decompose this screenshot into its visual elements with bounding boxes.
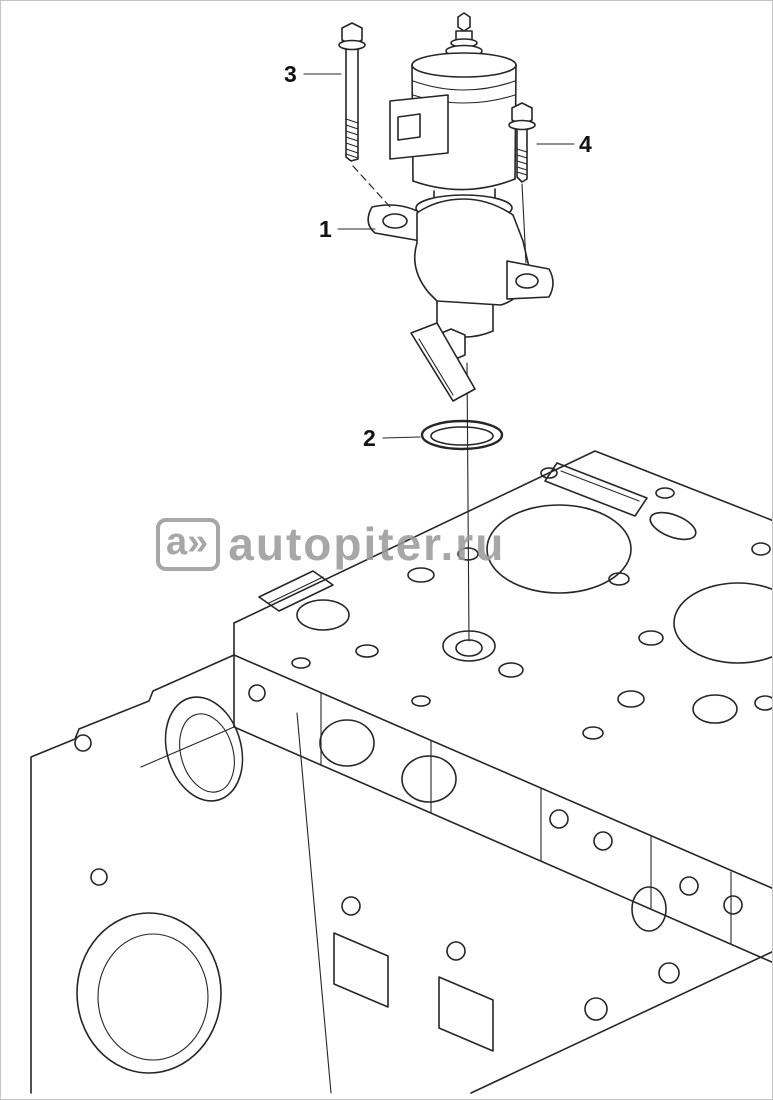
block-window (333, 932, 389, 1008)
mounting-hole (442, 630, 496, 662)
bolt-head (341, 22, 363, 46)
watermark-logo-icon: a» (156, 517, 221, 571)
callout-3-label: 3 (284, 61, 297, 87)
cylinder-bore (486, 504, 632, 594)
deck-hole (296, 599, 350, 631)
block-bottom-edge (470, 951, 772, 1094)
bolt-flange (338, 39, 366, 51)
right-ear-hole (515, 273, 539, 289)
left-ear-hole (382, 213, 408, 229)
callout-4-label: 4 (579, 131, 592, 157)
face-port (319, 719, 375, 767)
bolt-3-alignment-line (352, 165, 392, 209)
deck-near-edge (233, 654, 772, 890)
left-mounting-ear (367, 204, 422, 242)
assembly-center-line (466, 362, 470, 642)
terminal-nut (457, 12, 471, 32)
callouts: 1 2 3 4 (284, 61, 592, 451)
deck-far-edge (233, 450, 772, 656)
connector (389, 94, 449, 160)
callout-1-label: 1 (319, 216, 332, 242)
bolt-head (511, 102, 533, 126)
watermark: a» autopiter.ru (156, 517, 505, 571)
callout-2-leader (382, 436, 421, 439)
deck-port (544, 462, 648, 517)
cylinder-bore (673, 582, 772, 664)
right-mounting-ear (506, 260, 554, 300)
bolt-threads (345, 118, 359, 159)
face-port (401, 755, 457, 803)
bolt-4-alignment-line (521, 183, 527, 264)
crank-opening (76, 912, 222, 1074)
solenoid-valve-drawing (367, 12, 554, 402)
solenoid-can-top (411, 52, 517, 78)
deck-boss (258, 570, 334, 612)
block-window (438, 976, 494, 1052)
timing-opening (164, 696, 244, 802)
callout-2-label: 2 (363, 425, 376, 451)
bolt-4-drawing (508, 102, 536, 264)
block-left-edge (30, 654, 235, 1094)
bolt-3-drawing (338, 22, 392, 209)
bolt-flange (508, 119, 536, 131)
spout (410, 322, 476, 402)
bolt-threads (516, 148, 528, 176)
o-ring-drawing (420, 419, 504, 451)
engine-block-drawing (30, 450, 772, 1094)
watermark-text: autopiter.ru (228, 518, 506, 570)
